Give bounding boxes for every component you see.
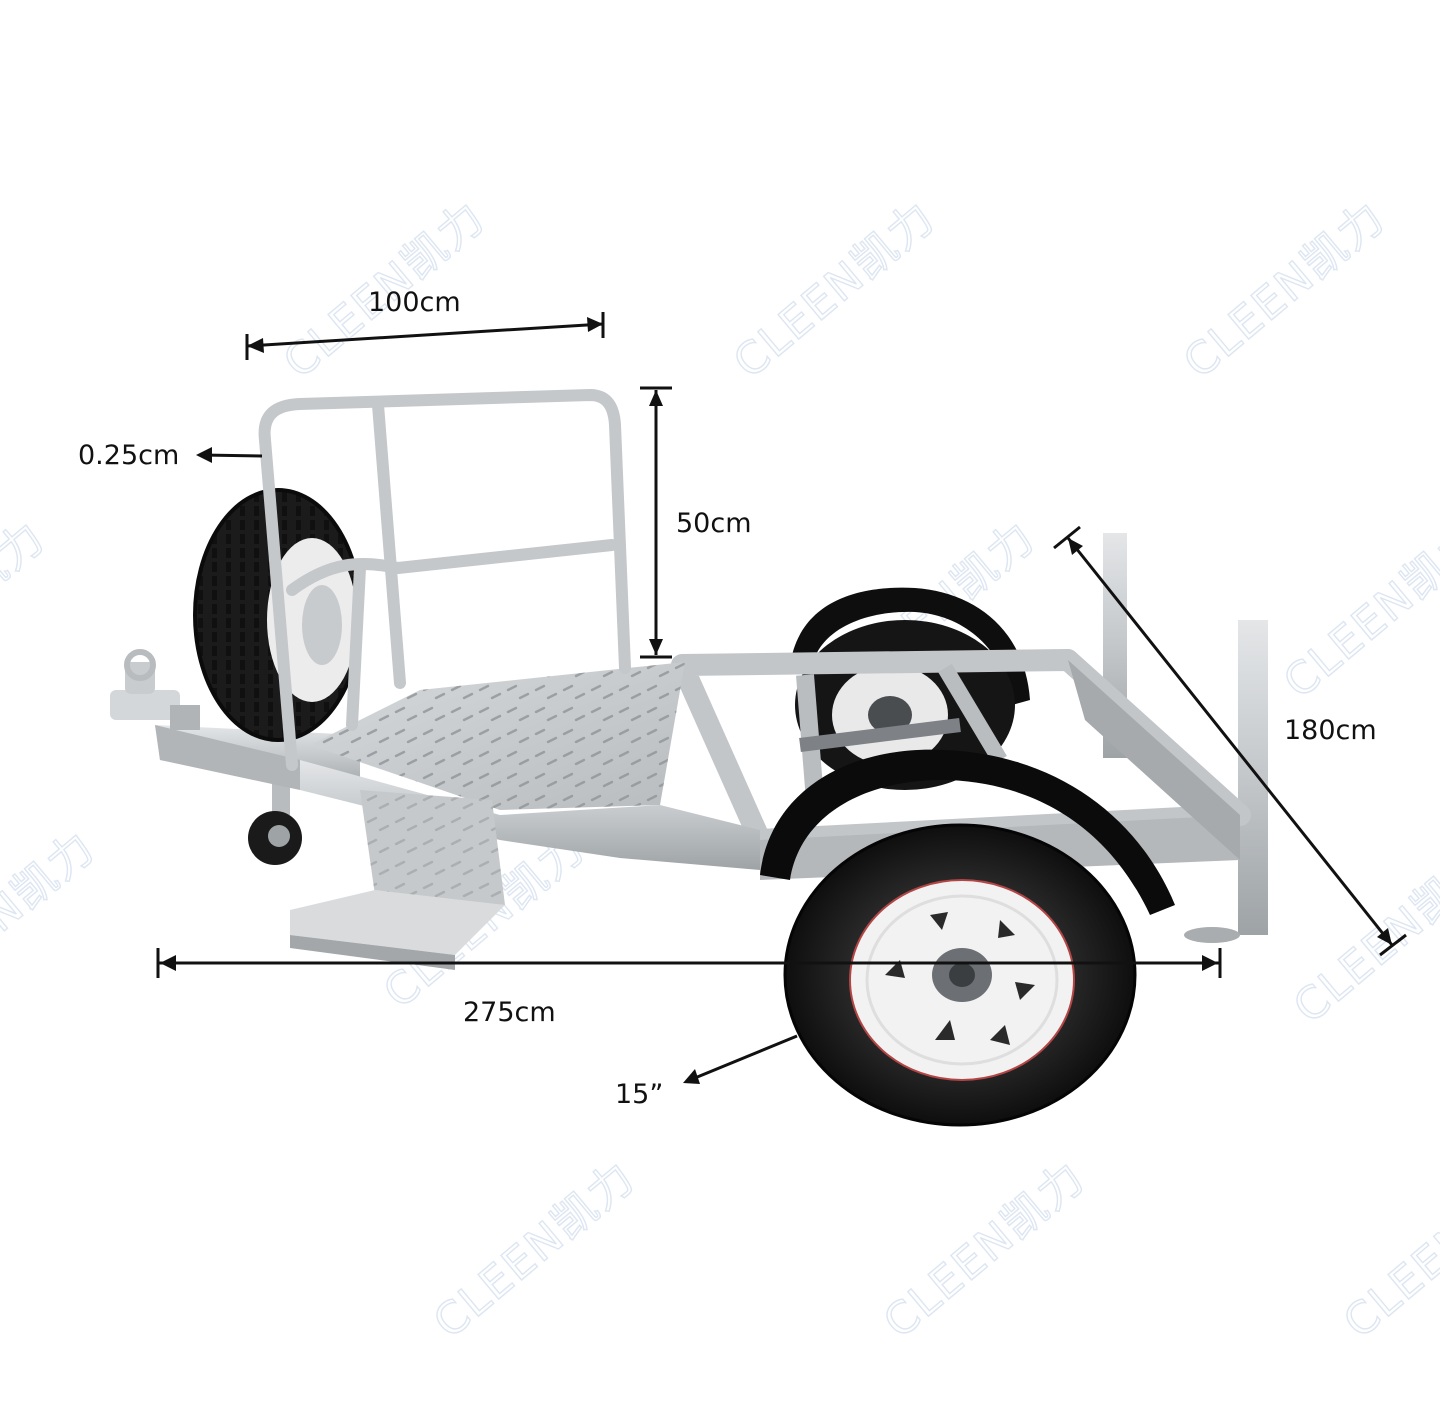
watermark-text: CLEEN凯力 [424,1151,645,1348]
watermark-text: CLEEN凯力 [1274,511,1440,708]
watermark-text: CLEEN凯力 [1334,1151,1440,1348]
dimension-wheel-size [683,1034,798,1084]
coupler [110,649,200,730]
watermark-text: CLEEN凯力 [1284,836,1440,1033]
label-depth: 180cm [1284,715,1377,746]
dimension-rail-height [640,386,672,659]
rear-fender [790,587,1030,705]
dimension-length [156,948,1222,978]
label-rail-height: 50cm [676,508,752,539]
label-wheel-size: 15” [615,1079,663,1110]
watermark-text: CLEEN凯力 [874,1151,1095,1348]
watermark-text: CLEEN凯力 [0,821,105,1018]
stake-foot [1184,927,1240,943]
label-width-top: 100cm [368,287,461,318]
loading-ramp [290,790,505,970]
rear-stake-right [1238,620,1268,935]
trailer-illustration [110,389,1268,1127]
label-tube-thickness: 0.25cm [78,440,179,471]
front-rail [258,389,631,771]
watermark-text: CLEEN凯力 [724,191,945,388]
front-fender [760,749,1175,915]
axle [799,718,961,752]
watermark-text: CLEEN凯力 [1174,191,1395,388]
front-wheel [783,823,1137,1127]
dimension-annotations [156,312,1407,1084]
watermark-text: CLEEN凯力 [0,511,55,708]
dimension-width-top [245,312,605,360]
dimension-depth [1053,525,1407,957]
dimension-tube-thickness [196,447,263,463]
label-length: 275cm [463,997,556,1028]
